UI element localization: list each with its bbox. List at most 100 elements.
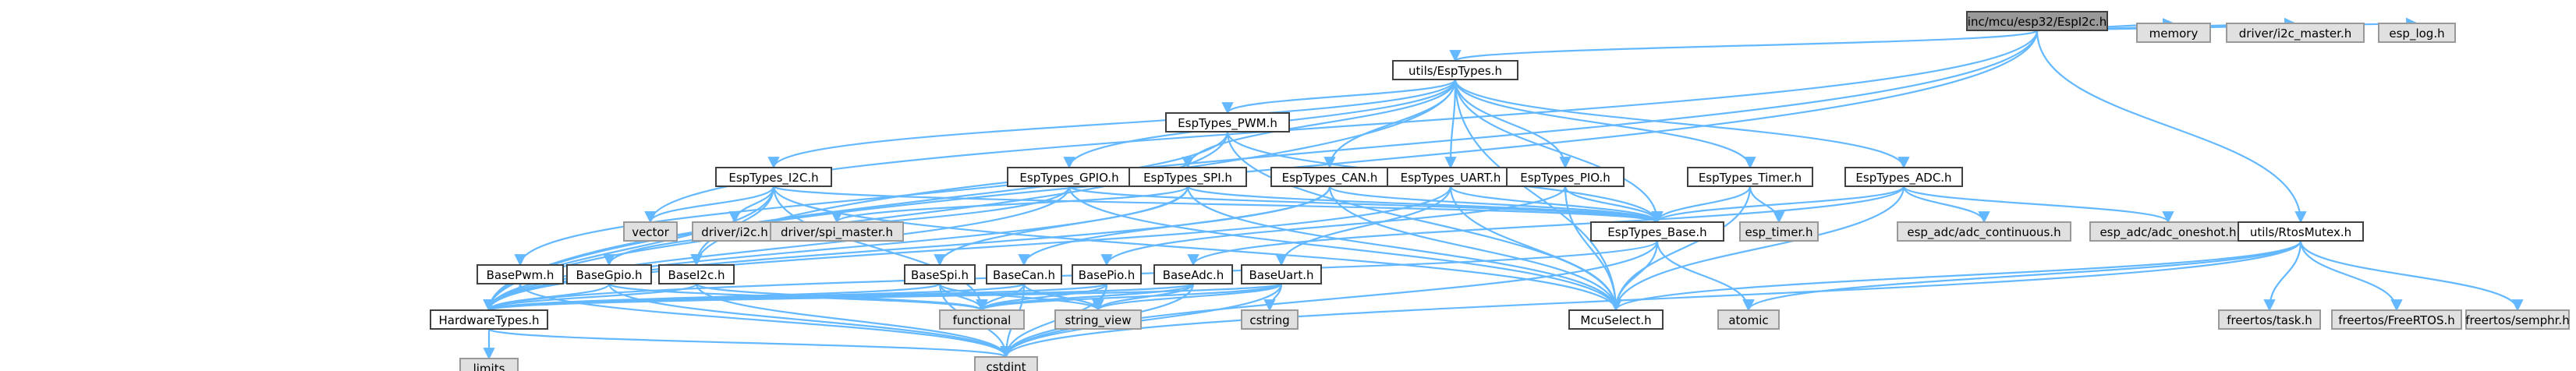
- node-label-drv_i2c_master: driver/i2c_master.h: [2239, 26, 2351, 41]
- edge-rtosmutex-to-fr_rtos: [2299, 240, 2403, 312]
- graph-node-basepio[interactable]: BasePio.h: [1072, 264, 1142, 284]
- node-box-basepio: [1072, 264, 1142, 284]
- edge-can_t-to-hwtypes: [483, 186, 1331, 312]
- node-label-fr_task: freertos/task.h: [2227, 313, 2312, 327]
- edge-basegpio-to-cstdint: [608, 283, 1012, 359]
- edge-i2c_t-to-base_t: [772, 185, 1664, 224]
- node-label-basei2c: BaseI2c.h: [668, 268, 725, 282]
- edge-i2c_t-to-vector: [644, 186, 775, 224]
- node-label-memory: memory: [2149, 26, 2199, 41]
- node-label-basepwm: BasePwm.h: [487, 268, 555, 282]
- node-box-string_view: [1054, 309, 1142, 330]
- node-label-base_t: EspTypes_Base.h: [1607, 225, 1706, 240]
- node-label-gpio_t: EspTypes_GPIO.h: [1019, 171, 1118, 186]
- node-label-adc_t: EspTypes_ADC.h: [1855, 171, 1951, 186]
- graph-node-hwtypes[interactable]: HardwareTypes.h: [430, 309, 548, 330]
- graph-node-basei2c[interactable]: BaseI2c.h: [658, 264, 735, 284]
- graph-node-basespi[interactable]: BaseSpi.h: [904, 264, 976, 284]
- edge-root-to-hwtypes: [483, 30, 2039, 312]
- edge-base_t-to-atomic: [1656, 240, 1755, 312]
- graph-node-pio_t[interactable]: EspTypes_PIO.h: [1506, 167, 1625, 187]
- node-box-limits: [459, 358, 519, 371]
- edge-rtosmutex-to-fr_semphr: [2299, 240, 2524, 312]
- node-box-basepwm: [477, 264, 564, 284]
- node-box-drv_i2c_master: [2226, 23, 2365, 43]
- graph-node-basecan[interactable]: BaseCan.h: [986, 264, 1062, 284]
- node-label-basegpio: BaseGpio.h: [576, 268, 642, 282]
- node-label-adc_cont: esp_adc/adc_continuous.h: [1907, 225, 2060, 240]
- graph-node-cstring: cstring: [1241, 309, 1299, 330]
- node-label-drv_i2c: driver/i2c.h: [701, 225, 767, 239]
- graph-node-basegpio[interactable]: BaseGpio.h: [566, 264, 652, 284]
- node-label-hwtypes: HardwareTypes.h: [439, 313, 540, 327]
- node-label-pio_t: EspTypes_PIO.h: [1520, 171, 1610, 186]
- graph-node-pwm_t[interactable]: EspTypes_PWM.h: [1165, 112, 1290, 132]
- edge-esptypes-to-i2c_t: [767, 79, 1457, 169]
- graph-node-drv_i2c: driver/i2c.h: [692, 221, 778, 242]
- edge-esptypes-to-mcuselect: [1454, 79, 1622, 312]
- graph-node-base_t[interactable]: EspTypes_Base.h: [1590, 221, 1724, 242]
- edge-uart_t-to-base_t: [1449, 186, 1664, 224]
- node-label-rtosmutex: utils/RtosMutex.h: [2250, 225, 2351, 239]
- node-box-basei2c: [658, 264, 735, 284]
- graph-node-mcuselect[interactable]: McuSelect.h: [1568, 309, 1664, 330]
- edge-rtosmutex-to-cstdint: [1000, 240, 2302, 359]
- graph-node-timer_t[interactable]: EspTypes_Timer.h: [1687, 167, 1813, 187]
- graph-node-adc_one: esp_adc/adc_oneshot.h: [2089, 221, 2247, 242]
- node-label-cstdint: cstdint: [986, 360, 1026, 371]
- node-label-vector: vector: [632, 225, 669, 239]
- graph-node-basepwm[interactable]: BasePwm.h: [477, 264, 564, 284]
- node-box-pwm_t: [1165, 112, 1290, 132]
- graph-node-functional: functional: [939, 309, 1025, 330]
- edge-uart_t-to-baseuart: [1275, 186, 1452, 267]
- node-label-esp_log: esp_log.h: [2389, 26, 2444, 41]
- edge-basei2c-to-hwtypes: [483, 282, 698, 312]
- graph-node-spi_t[interactable]: EspTypes_SPI.h: [1129, 167, 1247, 187]
- edge-rtosmutex-to-fr_task: [2263, 240, 2302, 312]
- edge-gpio_t-to-mcuselect: [1068, 186, 1622, 312]
- graph-node-i2c_t[interactable]: EspTypes_I2C.h: [715, 167, 832, 187]
- graph-node-rtosmutex[interactable]: utils/RtosMutex.h: [2238, 221, 2364, 242]
- node-box-rtosmutex: [2238, 221, 2364, 242]
- node-box-spi_t: [1129, 167, 1247, 187]
- node-box-esp_log: [2378, 23, 2456, 43]
- graph-node-root[interactable]: inc/mcu/esp32/EspI2c.h: [1966, 11, 2108, 31]
- graph-node-vector: vector: [623, 221, 678, 242]
- edge-hwtypes-to-cstdint: [487, 327, 1012, 359]
- edge-pio_t-to-basepio: [1100, 186, 1567, 267]
- node-label-limits: limits: [473, 362, 505, 371]
- edge-base_t-to-cstdint: [1000, 240, 1659, 359]
- node-box-baseadc: [1153, 264, 1233, 284]
- edge-spi_t-to-mcuselect: [1186, 186, 1622, 312]
- graph-node-uart_t[interactable]: EspTypes_UART.h: [1387, 167, 1515, 187]
- edge-esptypes-to-adc_t: [1454, 79, 1910, 169]
- graph-node-esptypes[interactable]: utils/EspTypes.h: [1392, 60, 1518, 80]
- edge-rtosmutex-to-atomic: [1742, 240, 2302, 312]
- graph-node-baseadc[interactable]: BaseAdc.h: [1153, 264, 1233, 284]
- graph-node-esp_timer: esp_timer.h: [1739, 221, 1819, 242]
- edge-root-to-esptypes: [1449, 29, 2039, 62]
- node-label-pwm_t: EspTypes_PWM.h: [1178, 116, 1277, 131]
- node-box-esptypes: [1392, 60, 1518, 80]
- edge-baseuart-to-functional: [976, 282, 1283, 312]
- node-box-base_t: [1590, 221, 1724, 242]
- node-box-esp_timer: [1739, 221, 1819, 242]
- graph-node-can_t[interactable]: EspTypes_CAN.h: [1270, 167, 1389, 187]
- edge-pwm_t-to-basepwm: [514, 131, 1229, 267]
- edge-can_t-to-base_t: [1328, 185, 1664, 224]
- node-label-timer_t: EspTypes_Timer.h: [1699, 171, 1802, 186]
- node-box-mcuselect: [1568, 309, 1664, 330]
- graph-node-baseuart[interactable]: BaseUart.h: [1241, 264, 1322, 284]
- edge-rtosmutex-to-mcuselect: [1610, 240, 2302, 312]
- graph-node-drv_spi: driver/spi_master.h: [770, 221, 904, 242]
- graph-node-atomic: atomic: [1717, 309, 1780, 330]
- edge-i2c_t-to-functional: [772, 186, 988, 312]
- edge-layer: [483, 17, 2524, 360]
- graph-node-adc_t[interactable]: EspTypes_ADC.h: [1844, 167, 1963, 187]
- node-box-functional: [939, 309, 1025, 330]
- graph-node-gpio_t[interactable]: EspTypes_GPIO.h: [1007, 167, 1132, 187]
- edge-spi_t-to-hwtypes: [483, 186, 1189, 312]
- edge-esptypes-to-timer_t: [1454, 79, 1756, 169]
- node-label-i2c_t: EspTypes_I2C.h: [728, 171, 818, 186]
- node-box-vector: [623, 221, 678, 242]
